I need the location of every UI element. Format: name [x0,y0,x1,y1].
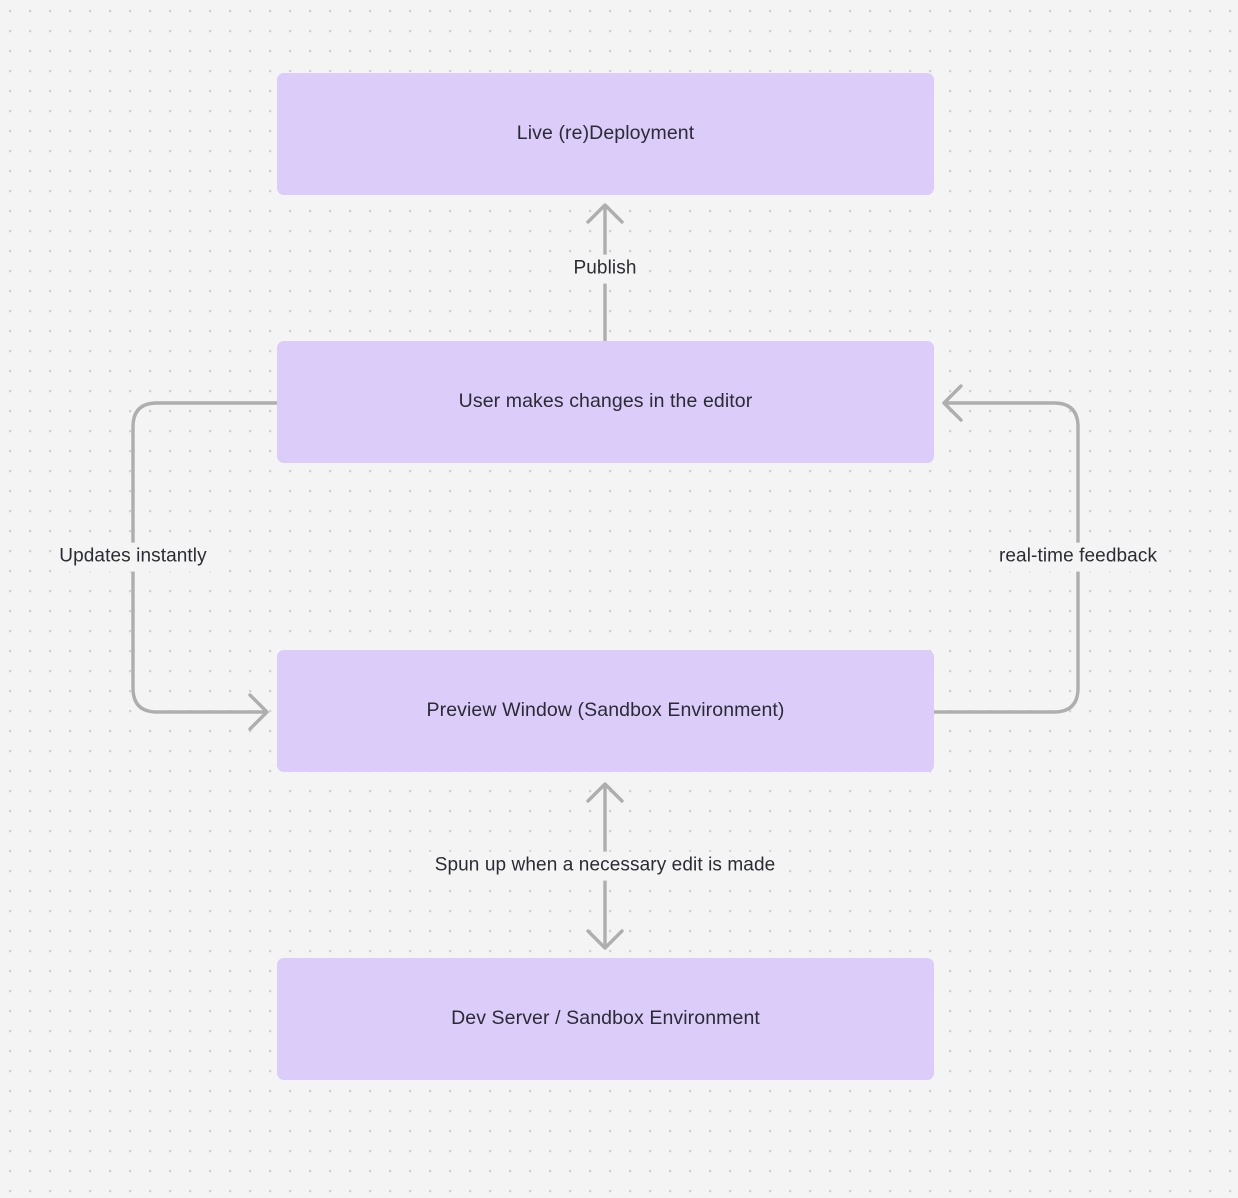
edge-label-real-time-feedback: real-time feedback [991,542,1165,572]
edge-label-spun-up: Spun up when a necessary edit is made [427,851,783,881]
node-dev-server[interactable]: Dev Server / Sandbox Environment [277,958,934,1080]
edge-label-updates-instantly: Updates instantly [52,542,214,572]
node-user-edits-label: User makes changes in the editor [458,390,753,413]
node-user-edits[interactable]: User makes changes in the editor [277,341,934,463]
node-dev-server-label: Dev Server / Sandbox Environment [451,1007,760,1030]
node-preview-window[interactable]: Preview Window (Sandbox Environment) [277,650,934,772]
edge-label-publish: Publish [566,254,644,284]
node-live-deployment[interactable]: Live (re)Deployment [277,73,934,195]
node-preview-window-label: Preview Window (Sandbox Environment) [426,699,785,722]
node-live-deployment-label: Live (re)Deployment [516,122,695,145]
